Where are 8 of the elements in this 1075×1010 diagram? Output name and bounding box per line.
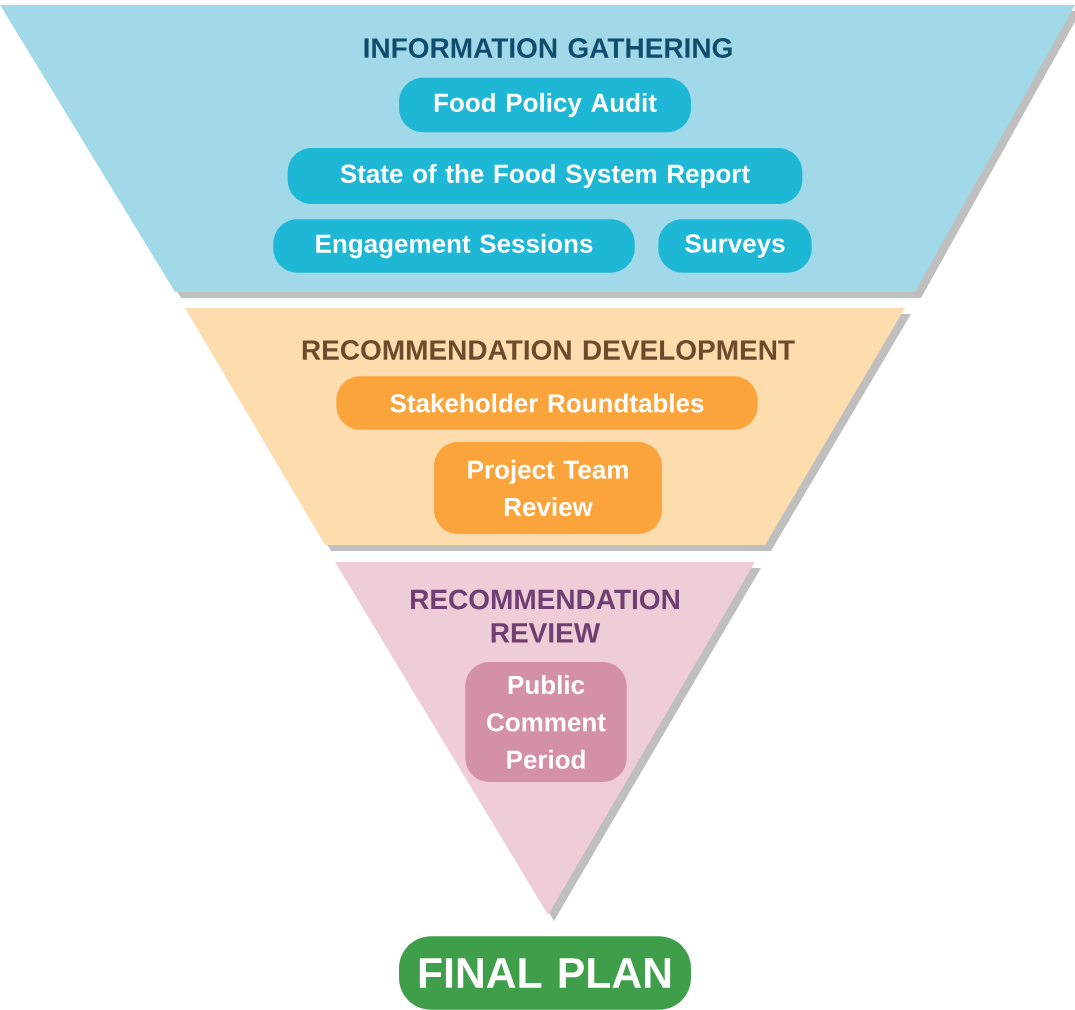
step-pill: Food Policy Audit xyxy=(399,77,691,133)
step-pill: State of the Food System Report xyxy=(287,148,803,204)
step-pill: Surveys xyxy=(658,219,812,273)
step-pill: Project Team Review xyxy=(434,442,662,534)
step-pill: Public Comment Period xyxy=(465,662,627,782)
step-pill: Engagement Sessions xyxy=(273,219,635,273)
result-pill: FINAL PLAN xyxy=(399,936,691,1010)
step-pill: Stakeholder Roundtables xyxy=(336,376,758,430)
